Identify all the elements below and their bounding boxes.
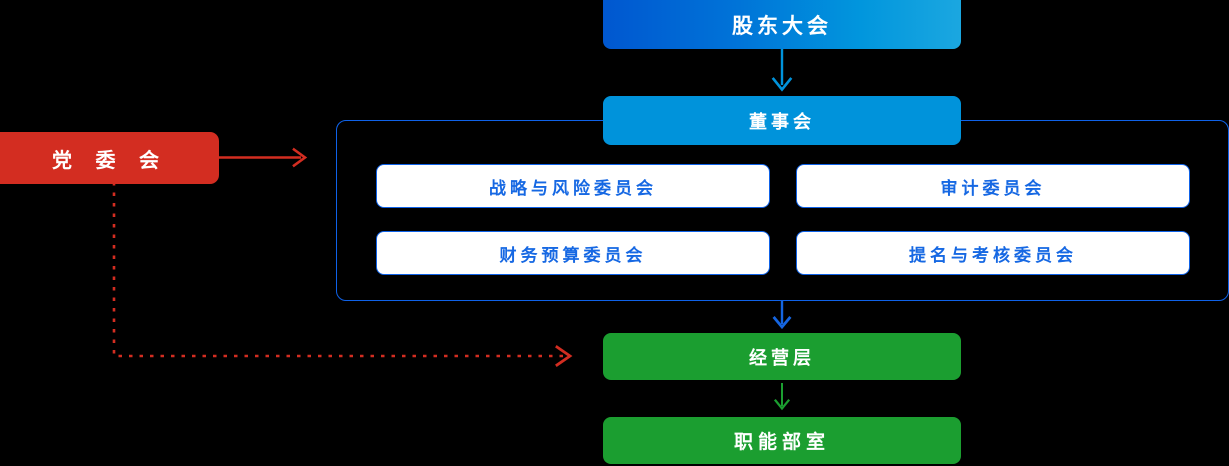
connector-shareholders-to-board-icon bbox=[760, 49, 804, 97]
node-committee-audit[interactable]: 审计委员会 bbox=[796, 164, 1190, 208]
node-committee-finance-budget[interactable]: 财务预算委员会 bbox=[376, 231, 770, 275]
node-committee-strategy-risk[interactable]: 战略与风险委员会 bbox=[376, 164, 770, 208]
node-committee-nomination-appraisal[interactable]: 提名与考核委员会 bbox=[796, 231, 1190, 275]
node-board-of-directors[interactable]: 董事会 bbox=[603, 96, 961, 145]
connector-party-to-management-icon bbox=[106, 182, 586, 372]
node-functional-departments[interactable]: 职能部室 bbox=[603, 417, 961, 464]
node-party-committee[interactable]: 党 委 会 bbox=[0, 132, 219, 184]
connector-management-to-departments-icon bbox=[765, 383, 799, 416]
connector-board-to-management-icon bbox=[762, 300, 802, 336]
node-management-layer[interactable]: 经营层 bbox=[603, 333, 961, 380]
node-shareholders-meeting[interactable]: 股东大会 bbox=[603, 0, 961, 49]
connector-party-to-board-icon bbox=[219, 143, 311, 173]
